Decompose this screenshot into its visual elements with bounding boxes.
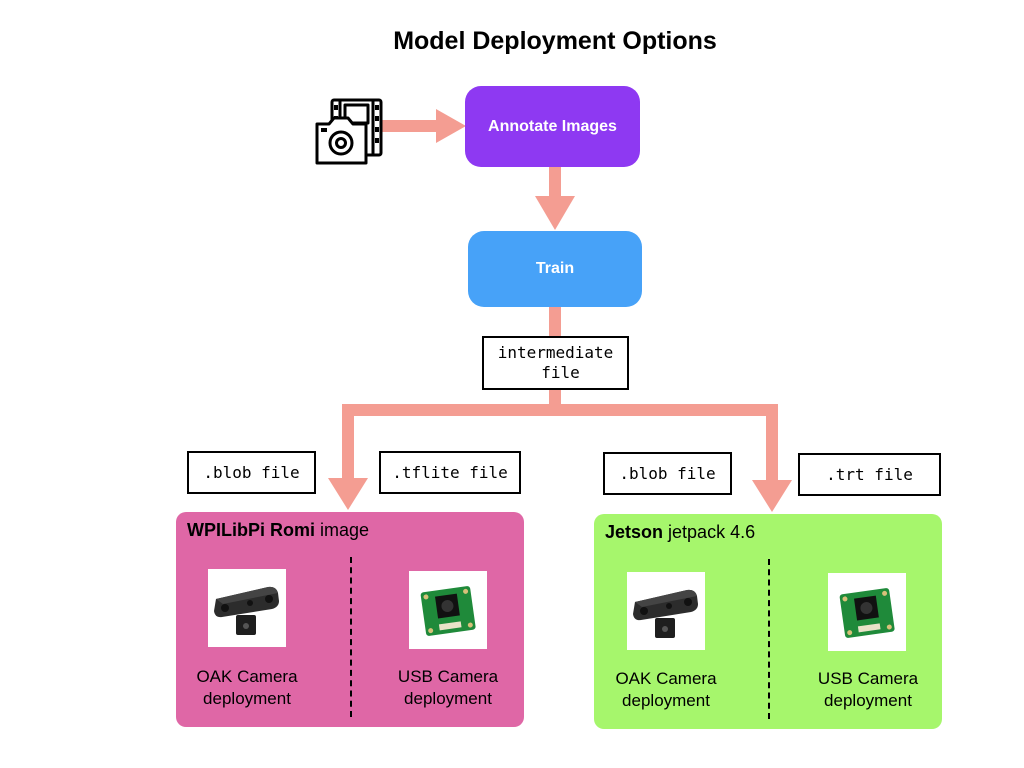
oak-camera-icon xyxy=(627,572,705,650)
connector-split-horizontal xyxy=(342,404,778,416)
wpilibpi-oak-caption-line2: deployment xyxy=(203,689,291,708)
jetson-trt-file-label: .trt file xyxy=(826,464,913,484)
jetson-blob-file-label: .blob file xyxy=(619,463,716,483)
arrow-annotate-to-train xyxy=(549,167,561,197)
arrowhead-jetson xyxy=(752,480,792,512)
arrow-camera-to-annotate xyxy=(382,120,437,132)
wpi-blob-file-box: .blob file xyxy=(187,451,316,494)
intermediate-file-line1: intermediate xyxy=(497,343,614,362)
wpilibpi-panel-title: WPILibPi Romi image xyxy=(187,520,369,541)
wpilibpi-title-rest: image xyxy=(315,520,370,540)
jetson-panel: Jetson jetpack 4.6 OAK Camera deployment xyxy=(594,514,942,729)
jetson-title-rest: jetpack 4.6 xyxy=(663,522,756,542)
wpilibpi-oak-caption-line1: OAK Camera xyxy=(196,667,298,686)
usb-camera-board-icon xyxy=(828,573,906,651)
wpilibpi-title-bold: WPILibPi Romi xyxy=(187,520,315,540)
wpilibpi-usb-caption-line1: USB Camera xyxy=(397,667,499,686)
train-node: Train xyxy=(468,231,642,307)
jetson-usb-caption: USB Camera deployment xyxy=(798,668,938,712)
wpilibpi-divider xyxy=(350,557,352,717)
jetson-title-bold: Jetson xyxy=(605,522,664,542)
connector-right-down xyxy=(766,404,778,482)
annotate-images-label: Annotate Images xyxy=(488,117,617,135)
camera-film-icon xyxy=(314,97,384,167)
jetson-trt-file-box: .trt file xyxy=(798,453,941,496)
wpilibpi-usb-caption: USB Camera deployment xyxy=(378,666,518,710)
arrowhead-train xyxy=(535,196,575,230)
intermediate-file-box: intermediate file xyxy=(482,336,629,390)
wpilibpi-oak-caption: OAK Camera deployment xyxy=(177,666,317,710)
oak-camera-icon xyxy=(208,569,286,647)
jetson-blob-file-box: .blob file xyxy=(603,452,732,495)
train-label: Train xyxy=(535,260,575,277)
annotate-images-node: Annotate Images xyxy=(465,86,640,167)
jetson-oak-caption: OAK Camera deployment xyxy=(596,668,736,712)
jetson-divider xyxy=(768,559,770,719)
jetson-usb-caption-line2: deployment xyxy=(824,691,912,710)
arrowhead-wpi xyxy=(328,478,368,510)
diagram-title: Model Deployment Options xyxy=(393,27,717,55)
jetson-usb-caption-line1: USB Camera xyxy=(817,669,919,688)
wpi-tflite-file-label: .tflite file xyxy=(392,462,508,482)
jetson-oak-caption-line2: deployment xyxy=(622,691,710,710)
wpi-tflite-file-box: .tflite file xyxy=(379,451,521,494)
wpilibpi-panel: WPILibPi Romi image OAK Camera deploymen… xyxy=(176,512,524,727)
jetson-oak-caption-line1: OAK Camera xyxy=(615,669,717,688)
wpi-blob-file-label: .blob file xyxy=(203,462,300,482)
wpilibpi-usb-caption-line2: deployment xyxy=(404,689,492,708)
jetson-panel-title: Jetson jetpack 4.6 xyxy=(605,522,755,543)
connector-left-down xyxy=(342,404,354,480)
usb-camera-board-icon xyxy=(409,571,487,649)
intermediate-file-line2: file xyxy=(541,363,580,382)
arrowhead-annotate xyxy=(436,109,466,143)
connector-train-to-file xyxy=(549,306,561,336)
